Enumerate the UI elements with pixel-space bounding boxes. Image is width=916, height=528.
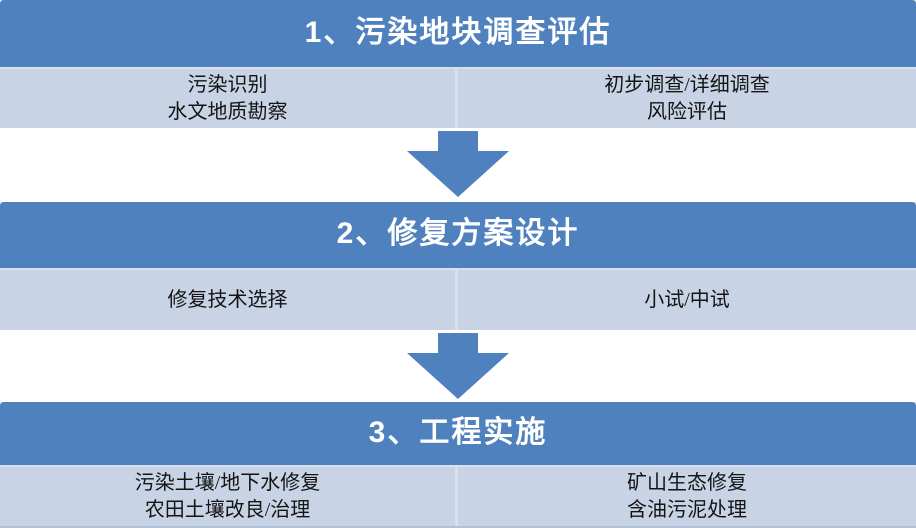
cell-item: 农田土壤改良/治理 bbox=[144, 498, 311, 521]
section-3-left-cell: 污染土壤/地下水修复 农田土壤改良/治理 bbox=[0, 467, 455, 526]
cell-item: 小试/中试 bbox=[644, 289, 730, 311]
section-3-title: 3、工程实施 bbox=[368, 415, 548, 449]
section-remediation-design: 2、修复方案设计 修复技术选择 小试/中试 bbox=[0, 202, 916, 330]
cell-item: 矿山生态修复 bbox=[627, 472, 747, 495]
down-arrow-icon bbox=[407, 333, 509, 399]
section-2-header: 2、修复方案设计 bbox=[0, 202, 916, 268]
section-3-cells: 污染土壤/地下水修复 农田土壤改良/治理 矿山生态修复 含油污泥处理 bbox=[0, 467, 916, 526]
section-2-left-cell: 修复技术选择 bbox=[0, 270, 455, 330]
section-1-right-cell: 初步调查/详细调查 风险评估 bbox=[458, 69, 916, 128]
section-3-header: 3、工程实施 bbox=[0, 402, 916, 465]
section-implementation: 3、工程实施 污染土壤/地下水修复 农田土壤改良/治理 矿山生态修复 含油污泥处… bbox=[0, 402, 916, 528]
down-arrow-icon bbox=[407, 131, 509, 197]
cell-item: 水文地质勘察 bbox=[167, 100, 288, 123]
cell-item: 污染识别 bbox=[187, 74, 268, 97]
section-1-cells: 污染识别 水文地质勘察 初步调查/详细调查 风险评估 bbox=[0, 69, 916, 128]
flow-connector-1 bbox=[0, 128, 916, 202]
section-2-cells: 修复技术选择 小试/中试 bbox=[0, 270, 916, 330]
cell-item: 初步调查/详细调查 bbox=[604, 74, 770, 97]
section-3-right-cell: 矿山生态修复 含油污泥处理 bbox=[458, 467, 916, 526]
section-2-title: 2、修复方案设计 bbox=[336, 217, 580, 250]
section-1-title: 1、污染地块调查评估 bbox=[304, 15, 612, 49]
cell-item: 污染土壤/地下水修复 bbox=[134, 472, 321, 495]
section-investigation: 1、污染地块调查评估 污染识别 水文地质勘察 初步调查/详细调查 风险评估 bbox=[0, 0, 916, 128]
cell-item: 风险评估 bbox=[647, 100, 727, 123]
section-1-header: 1、污染地块调查评估 bbox=[0, 0, 916, 67]
cell-item: 含油污泥处理 bbox=[627, 498, 747, 521]
section-1-left-cell: 污染识别 水文地质勘察 bbox=[0, 69, 455, 128]
flow-connector-2 bbox=[0, 330, 916, 402]
cell-item: 修复技术选择 bbox=[167, 289, 288, 311]
section-2-right-cell: 小试/中试 bbox=[458, 270, 916, 330]
